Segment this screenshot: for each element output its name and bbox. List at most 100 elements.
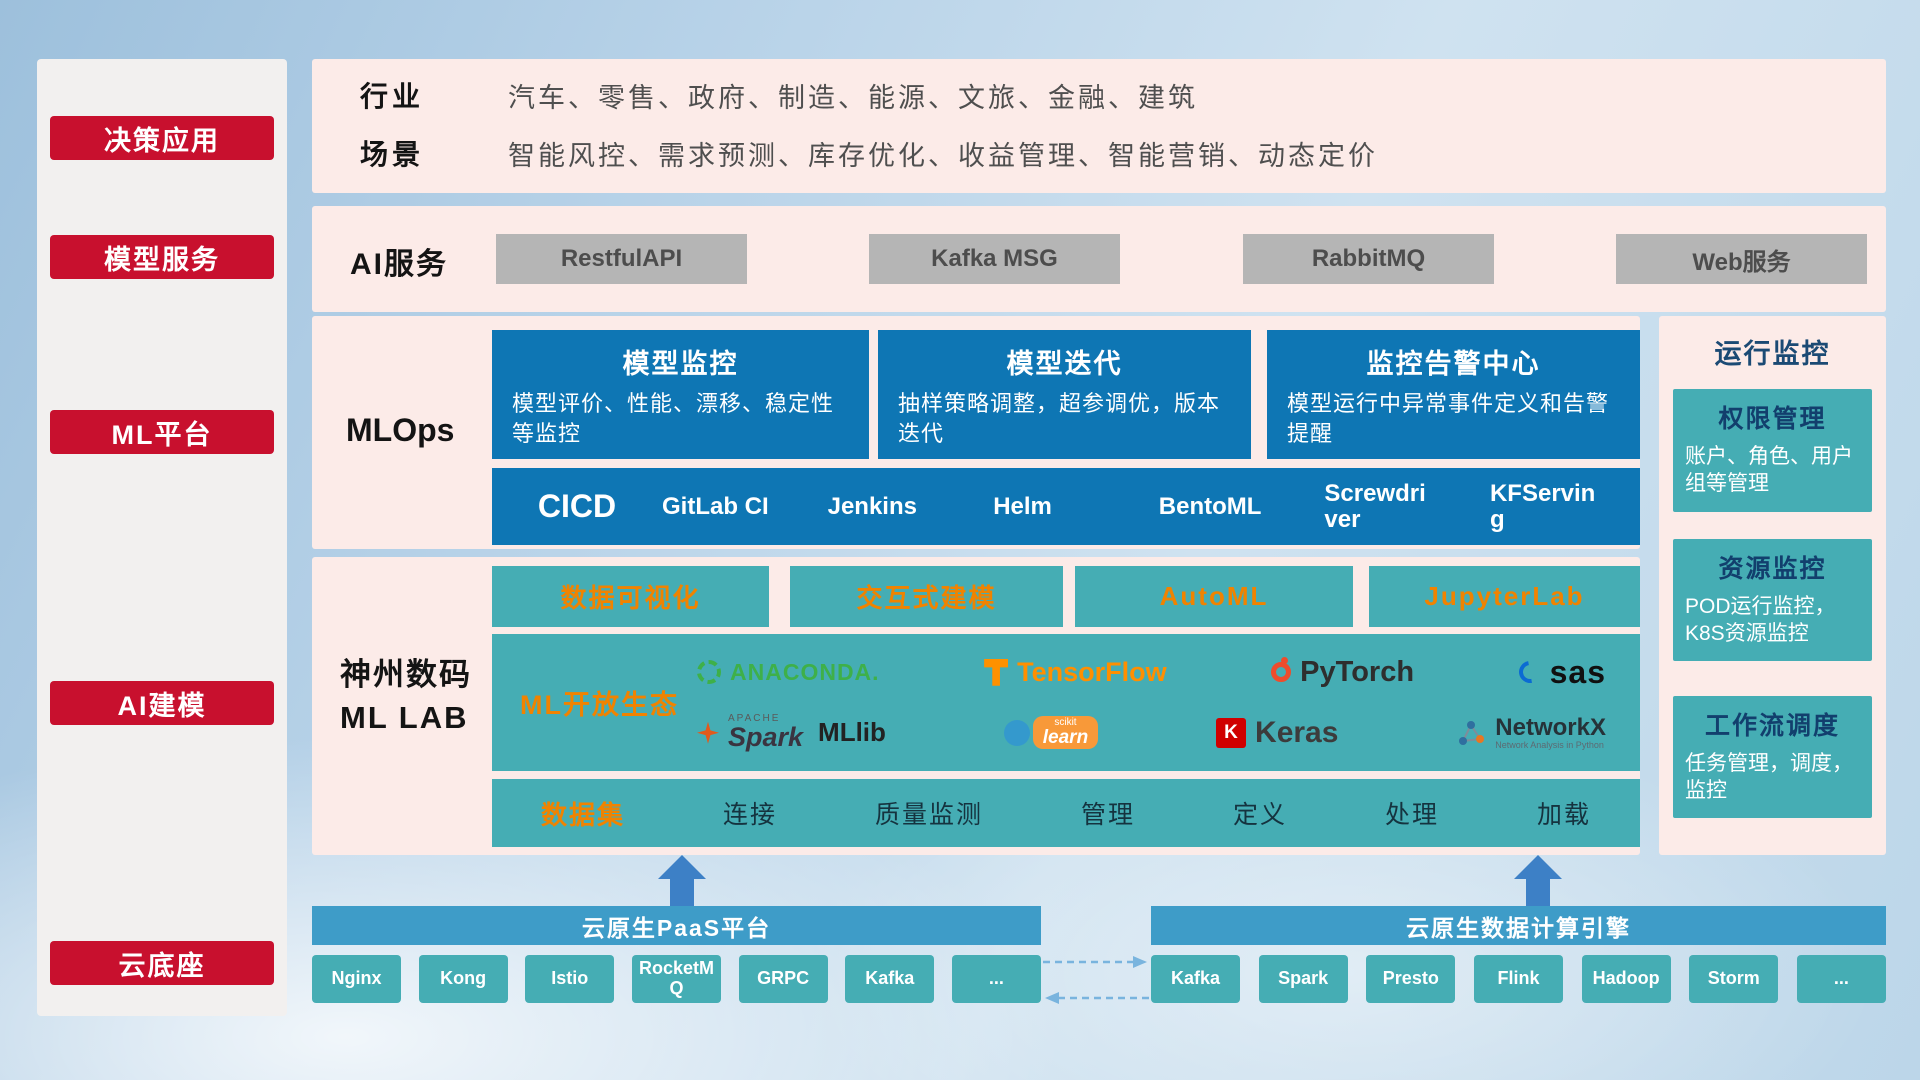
spark-icon [697, 721, 719, 744]
paas-chip-rocketmq: RocketMQ [631, 955, 721, 1003]
keras-label: Keras [1255, 715, 1339, 749]
tensorflow-icon [984, 658, 1009, 686]
permission-card: 权限管理 账户、角色、用户组等管理 [1673, 389, 1872, 512]
engine-chip-storm: Storm [1689, 955, 1779, 1003]
engine-chip-hadoop: Hadoop [1581, 955, 1671, 1003]
data-engine-bar: 云原生数据计算引擎 [1151, 906, 1886, 945]
left-sidebar: 决策应用 模型服务 ML平台 AI建模 云底座 [37, 59, 287, 1016]
sidebar-item-ai-modeling: AI建模 [50, 681, 274, 725]
engine-chips: Kafka Spark Presto Flink Hadoop Storm ..… [1151, 955, 1886, 1003]
networkx-subtitle: Network Analysis in Python [1495, 740, 1604, 750]
runtime-monitor-title: 运行监控 [1714, 339, 1831, 369]
jupyterlab-button: JupyterLab [1369, 566, 1640, 627]
pytorch-label: PyTorch [1300, 655, 1415, 688]
card-desc: POD运行监控，K8S资源监控 [1685, 595, 1836, 646]
resource-monitor-card: 资源监控 POD运行监控，K8S资源监控 [1673, 539, 1872, 661]
industry-list: 汽车、零售、政府、制造、能源、文旅、金融、建筑 [508, 82, 1198, 113]
paas-chips: Nginx Kong Istio RocketMQ GRPC Kafka ... [312, 955, 1041, 1003]
networkx-icon [1459, 720, 1485, 745]
sidebar-item-cloud-base: 云底座 [50, 941, 274, 985]
scikit-learn-badge: scikit learn [1032, 716, 1099, 750]
sidebar-item-decision-app: 决策应用 [50, 116, 274, 160]
scikit-learn-logo: scikit learn [1003, 716, 1099, 750]
card-title: 模型监控 [622, 349, 739, 379]
card-desc: 账户、角色、用户组等管理 [1685, 445, 1853, 496]
mllib-label: MLlib [818, 717, 886, 748]
dashed-exchange-arrows [1043, 956, 1149, 1004]
networkx-logo: NetworkX Network Analysis in Python [1456, 713, 1606, 751]
engine-chip-more: ... [1796, 955, 1886, 1003]
logo-row-2: APACHE Spark MLlib scikit learn K [697, 703, 1606, 764]
scene-list: 智能风控、需求预测、库存优化、收益管理、智能营销、动态定价 [508, 140, 1378, 171]
paas-platform-bar: 云原生PaaS平台 [312, 906, 1041, 945]
dataset-item-load: 加载 [1536, 801, 1591, 829]
mlops-panel: MLOps 模型监控 模型评价、性能、漂移、稳定性等监控 模型迭代 抽样策略调整… [312, 316, 1640, 549]
dataset-item-quality: 质量监测 [874, 801, 983, 829]
networkx-label: NetworkX [1495, 713, 1606, 741]
dataset-bar: 数据集 连接 质量监测 管理 定义 处理 加载 [492, 779, 1640, 847]
engine-chip-presto: Presto [1366, 955, 1456, 1003]
tensorflow-label: TensorFlow [1017, 656, 1167, 687]
ai-service-label: AI服务 [350, 248, 448, 281]
cicd-tool-helm: Helm [993, 492, 1052, 520]
paas-chip-more: ... [951, 955, 1041, 1003]
model-monitoring-card: 模型监控 模型评价、性能、漂移、稳定性等监控 [492, 330, 869, 459]
keras-icon: K [1216, 717, 1247, 748]
model-iteration-card: 模型迭代 抽样策略调整，超参调优，版本迭代 [878, 330, 1251, 459]
paas-chip-kong: Kong [418, 955, 508, 1003]
paas-chip-grpc: GRPC [738, 955, 828, 1003]
engine-chip-flink: Flink [1473, 955, 1563, 1003]
ml-ecosystem-box: ML开放生态 ANACONDA. TensorFlow PyTorch [492, 634, 1640, 771]
networkx-wordmark: NetworkX Network Analysis in Python [1495, 713, 1606, 751]
tensorflow-logo: TensorFlow [984, 657, 1167, 688]
spark-wordmark: APACHE Spark [728, 714, 803, 751]
card-desc: 抽样策略调整，超参调优，版本迭代 [898, 391, 1221, 446]
up-arrow-left [658, 855, 706, 907]
up-arrow-right [1514, 855, 1562, 907]
mllab-panel: 神州数码 ML LAB 数据可视化 交互式建模 AutoML JupyterLa… [312, 557, 1640, 855]
card-title: 资源监控 [1718, 555, 1827, 583]
sas-icon [1514, 656, 1545, 688]
ml-ecosystem-label: ML开放生态 [520, 690, 679, 720]
industry-scene-panel: 行业 汽车、零售、政府、制造、能源、文旅、金融、建筑 场景 智能风控、需求预测、… [312, 59, 1886, 193]
apache-label: APACHE [728, 713, 781, 725]
cicd-bar: CICD GitLab CI Jenkins Helm BentoML Scre… [492, 468, 1640, 545]
card-desc: 模型评价、性能、漂移、稳定性等监控 [512, 391, 835, 446]
scikit-label: scikit [1054, 717, 1077, 729]
card-desc: 任务管理，调度，监控 [1685, 752, 1853, 803]
industry-line: 行业 汽车、零售、政府、制造、能源、文旅、金融、建筑 [312, 75, 1886, 115]
ecosystem-logos: ANACONDA. TensorFlow PyTorch sas [697, 634, 1640, 771]
mllab-label-line1: 神州数码 [340, 657, 472, 692]
sas-label: sas [1549, 653, 1606, 690]
web-service-button: Web服务 [1616, 234, 1867, 284]
anaconda-icon [697, 660, 721, 685]
cicd-tool-screwdriver: Screwdriver [1324, 479, 1426, 533]
dataset-label: 数据集 [540, 799, 625, 830]
restful-api-button: RestfulAPI [496, 234, 747, 284]
alert-center-card: 监控告警中心 模型运行中异常事件定义和告警提醒 [1267, 330, 1640, 459]
pytorch-logo: PyTorch [1271, 656, 1414, 689]
paas-chip-nginx: Nginx [312, 955, 401, 1003]
anaconda-label: ANACONDA. [730, 658, 880, 685]
cicd-tool-bentoml: BentoML [1158, 492, 1262, 520]
card-title: 监控告警中心 [1366, 349, 1541, 379]
cicd-tool-gitlab: GitLab CI [662, 492, 769, 520]
scene-line: 场景 智能风控、需求预测、库存优化、收益管理、智能营销、动态定价 [312, 133, 1886, 173]
cicd-label: CICD [537, 488, 617, 524]
scene-label: 场景 [360, 139, 425, 170]
card-title: 模型迭代 [1006, 349, 1123, 379]
mlops-label: MLOps [346, 412, 455, 448]
scikit-learn-icon [1003, 719, 1030, 746]
engine-chip-kafka: Kafka [1151, 955, 1240, 1003]
anaconda-logo: ANACONDA. [697, 659, 880, 686]
dataset-item-define: 定义 [1232, 801, 1287, 829]
card-title: 权限管理 [1718, 405, 1827, 433]
mllab-label-line2: ML LAB [340, 700, 469, 736]
learn-label: learn [1042, 727, 1089, 749]
dataset-item-manage: 管理 [1080, 801, 1135, 829]
automl-button: AutoML [1075, 566, 1353, 627]
mllab-label: 神州数码 ML LAB [340, 653, 472, 740]
card-desc: 模型运行中异常事件定义和告警提醒 [1287, 391, 1610, 446]
cicd-tools: GitLab CI Jenkins Helm BentoML Screwdriv… [662, 479, 1640, 533]
